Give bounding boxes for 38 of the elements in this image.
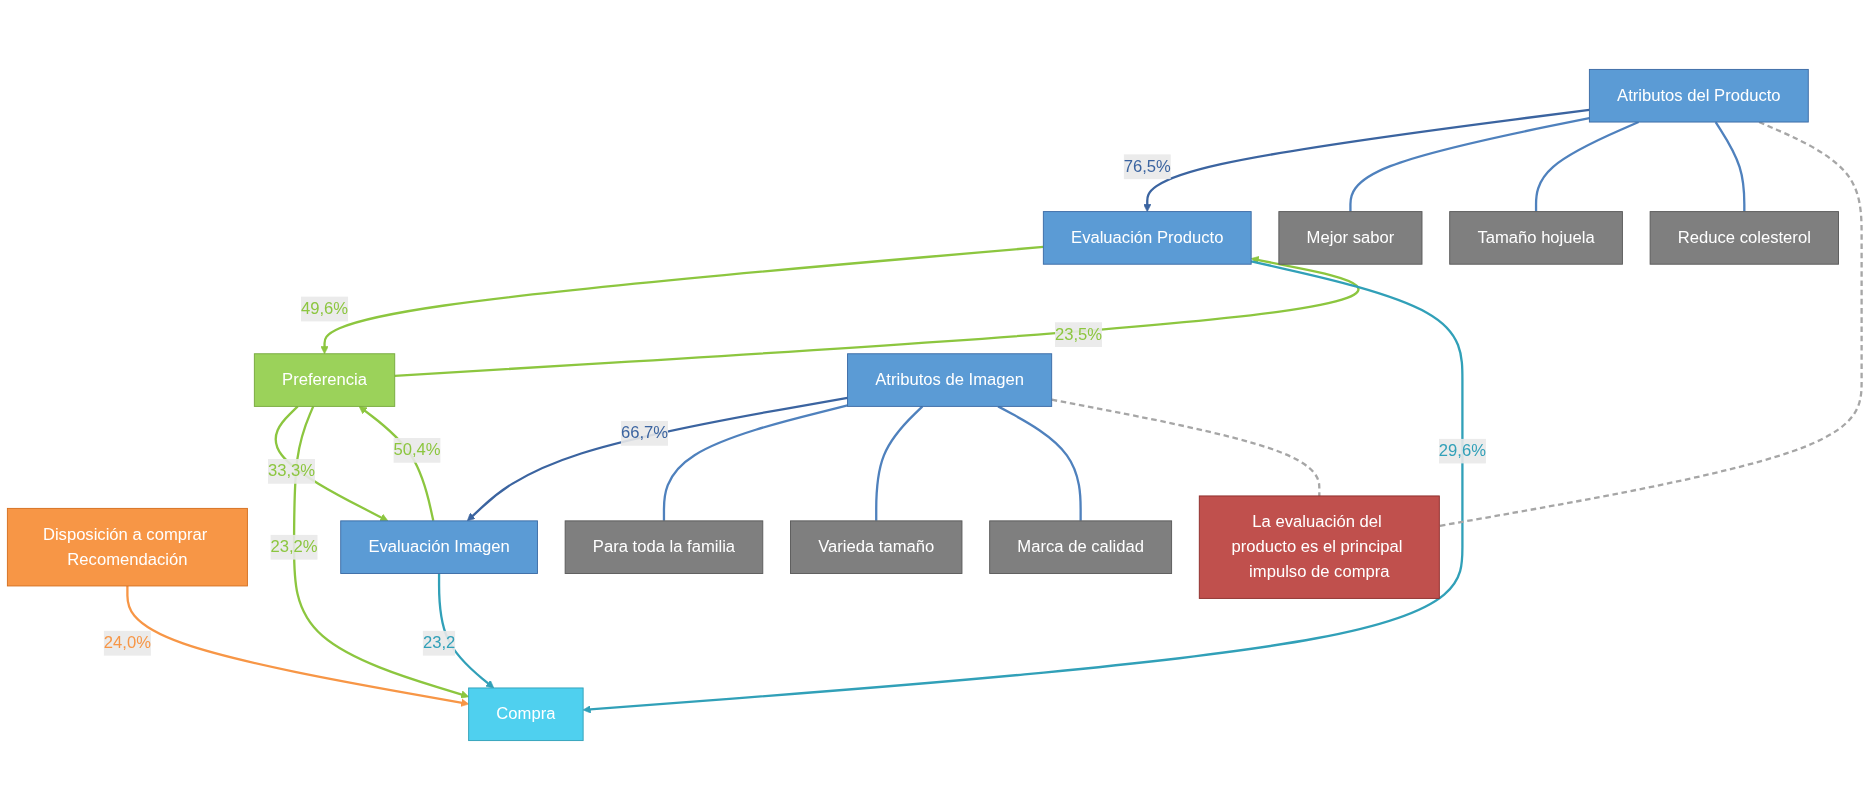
- connector: [875, 405, 924, 521]
- node-box: Para toda la familia: [564, 520, 764, 574]
- connector: [997, 405, 1082, 521]
- arrow: [582, 260, 1464, 714]
- node-box: Atributos del Producto: [1588, 68, 1809, 123]
- arrow: [394, 256, 1358, 377]
- edge-label: 49,6%: [300, 299, 349, 318]
- node-box: Atributos de Imagen: [847, 353, 1053, 407]
- edge-label: 23,2: [422, 633, 456, 652]
- node-box: Reduce colesterol: [1649, 211, 1839, 265]
- node-box: Tamaño hojuela: [1449, 211, 1623, 265]
- edge-label: 66,7%: [620, 423, 669, 443]
- node-box: Marca de calidad: [989, 520, 1173, 574]
- edge-label: 76,5%: [1123, 157, 1171, 176]
- edge-label: 23,2%: [270, 537, 318, 556]
- connector: [1714, 121, 1746, 212]
- node-box: Preferencia: [253, 353, 396, 407]
- edge-label: 23,5%: [1054, 324, 1103, 344]
- node-box: Mejor sabor: [1278, 211, 1423, 265]
- node-box: Varieda tamaño: [790, 520, 963, 574]
- node-box: Evaluación Producto: [1042, 211, 1252, 265]
- arrow: [126, 585, 469, 707]
- node-box: Compra: [468, 687, 584, 742]
- connector: [662, 404, 848, 521]
- node-box: La evaluación del producto es el principal impulso de compra: [1198, 495, 1440, 599]
- node-box: Evaluación Imagen: [340, 520, 538, 574]
- connector: [1051, 398, 1321, 496]
- edge-label: 33,3%: [267, 461, 316, 481]
- arrow: [467, 396, 848, 522]
- connector: [1349, 116, 1590, 212]
- connector: [1534, 121, 1640, 212]
- node-box: Disposición a comprar Recomendación: [6, 507, 248, 587]
- edge-label: 24,0%: [103, 633, 151, 652]
- arrow: [1143, 108, 1590, 212]
- edge-label: 29,6%: [1438, 441, 1486, 460]
- edge-label: 50,4%: [393, 440, 441, 460]
- arrow: [320, 245, 1044, 355]
- connector: [1439, 121, 1863, 528]
